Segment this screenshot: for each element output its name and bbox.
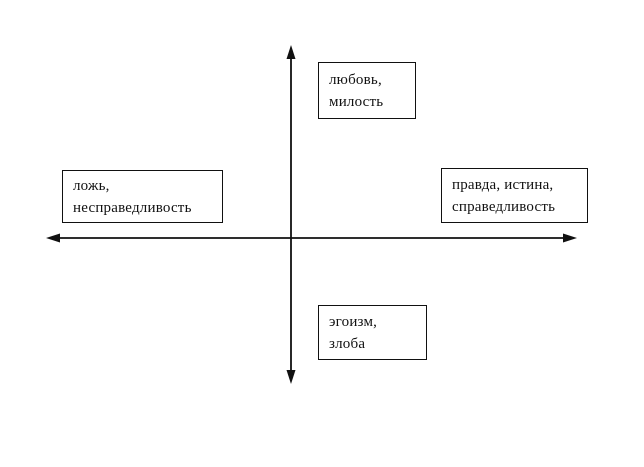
label-egoism-malice: эгоизм, злоба [329, 313, 378, 352]
arrow-right-icon [563, 233, 577, 243]
label-truth-justice: правда, истина, справедливость [452, 176, 556, 215]
label-box-lie-injustice: ложь, несправедливость [62, 170, 223, 223]
arrow-down-icon [286, 370, 296, 384]
arrow-up-icon [286, 45, 296, 59]
label-box-egoism-malice: эгоизм, злоба [318, 305, 427, 360]
arrow-left-icon [46, 233, 60, 243]
label-love-mercy: любовь, милость [329, 71, 384, 110]
vertical-axis [286, 45, 296, 384]
label-lie-injustice: ложь, несправедливость [73, 177, 192, 216]
label-box-truth-justice: правда, истина, справедливость [441, 168, 588, 223]
label-box-love-mercy: любовь, милость [318, 62, 416, 119]
horizontal-axis [46, 233, 577, 243]
